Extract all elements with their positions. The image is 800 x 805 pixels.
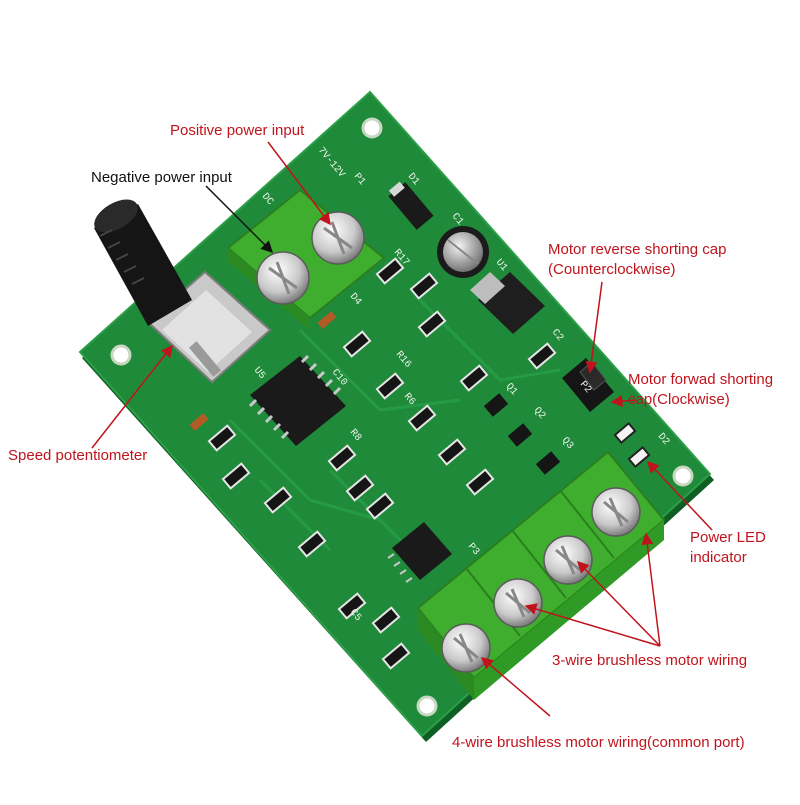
four-wire-label: 4-wire brushless motor wiring(common por…	[452, 734, 745, 751]
motor-forward-label-line2: cap(Clockwise)	[628, 391, 730, 408]
smd-components	[189, 257, 651, 670]
diode-p1	[388, 181, 434, 230]
annotation-arrows	[91, 141, 713, 717]
motor-reverse-label-line2: (Counterclockwise)	[548, 261, 676, 278]
mounting-hole	[361, 117, 383, 139]
power-led-label-line1: Power LED	[690, 529, 766, 546]
speed-potentiometer-label: Speed potentiometer	[8, 447, 148, 464]
negative-power-label: Negative power input	[91, 169, 232, 186]
positive-power-label: Positive power input	[170, 122, 305, 139]
mounting-hole	[672, 465, 694, 487]
power-led-label-line2: indicator	[690, 549, 747, 566]
mounting-hole	[110, 344, 132, 366]
speed-potentiometer	[94, 199, 272, 384]
regulator-u1	[470, 272, 545, 334]
motor-forward-label-line1: Motor forwad shorting	[628, 371, 774, 388]
mounting-hole	[416, 695, 438, 717]
electrolytic-capacitor	[437, 226, 489, 278]
ic-driver	[387, 522, 452, 583]
motor-reverse-label-line1: Motor reverse shorting cap	[548, 241, 727, 258]
dc-terminal-block	[226, 188, 386, 330]
three-wire-label: 3-wire brushless motor wiring	[552, 652, 748, 669]
motor-terminal-blocks	[416, 450, 666, 700]
ic-u5	[248, 354, 346, 446]
